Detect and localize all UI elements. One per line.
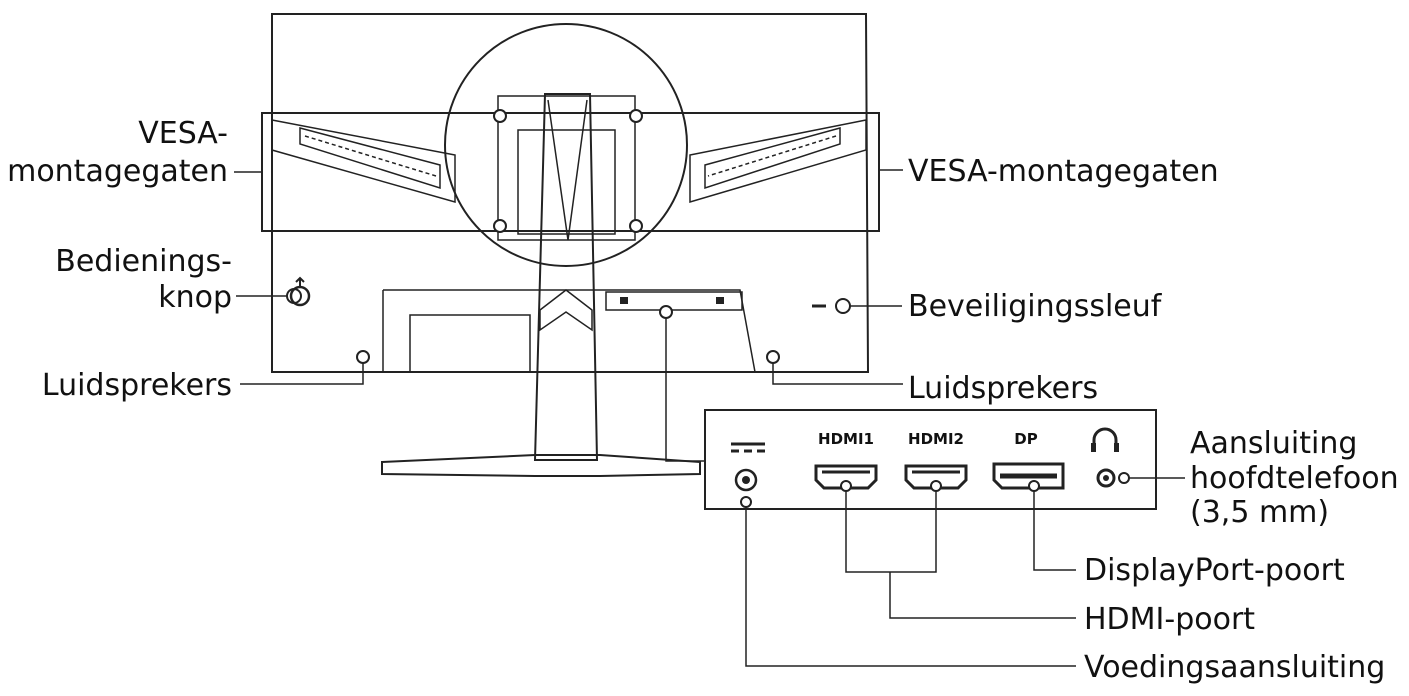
- headphone-icon: [1091, 427, 1119, 452]
- monitor-back: [261, 13, 880, 477]
- lock-icon: [812, 298, 851, 314]
- displayport-label: DisplayPort-poort: [1084, 553, 1345, 588]
- vesa-hole: [493, 109, 507, 123]
- speaker-left-dot: [356, 350, 370, 364]
- speakers-left-label: Luidsprekers: [42, 368, 232, 403]
- security-slot-label: Beveiligingssleuf: [908, 289, 1163, 324]
- joystick-icon: [286, 276, 311, 307]
- power-label: Voedingsaansluiting: [1084, 650, 1385, 685]
- vesa-hole: [493, 219, 507, 233]
- vesa-left-label-1: VESA-: [138, 116, 228, 151]
- power-jack: [734, 468, 758, 492]
- hdmi-label: HDMI-poort: [1084, 602, 1255, 637]
- headphone-label-1: Aansluiting: [1190, 426, 1357, 461]
- headphone-label-3: (3,5 mm): [1190, 495, 1329, 530]
- headphone-label-2: hoofdtelefoon: [1190, 461, 1399, 496]
- control-button-label-1: Bedienings-: [55, 244, 232, 279]
- speakers-right-label: Luidsprekers: [908, 371, 1098, 406]
- vent-grille-left: [271, 119, 456, 203]
- vent-grille-right: [689, 119, 867, 204]
- vesa-right-label: VESA-montagegaten: [908, 154, 1219, 189]
- vesa-hole: [629, 109, 643, 123]
- control-button-label-2: knop: [158, 280, 232, 315]
- hdmi2-port: [904, 464, 968, 490]
- hdmi2-port-label: HDMI2: [908, 430, 964, 448]
- hdmi1-port-label: HDMI1: [818, 430, 874, 448]
- vesa-left-label-2: montagegaten: [7, 154, 228, 189]
- headphone-jack: [1096, 468, 1116, 488]
- vesa-hole: [629, 219, 643, 233]
- port-panel: HDMI1 HDMI2 DP: [704, 409, 1157, 510]
- hdmi1-port: [814, 464, 878, 490]
- speaker-right-dot: [766, 350, 780, 364]
- port-cover-dot: [659, 305, 673, 319]
- dc-power-icon: [731, 442, 765, 453]
- dp-port-label: DP: [1014, 430, 1037, 448]
